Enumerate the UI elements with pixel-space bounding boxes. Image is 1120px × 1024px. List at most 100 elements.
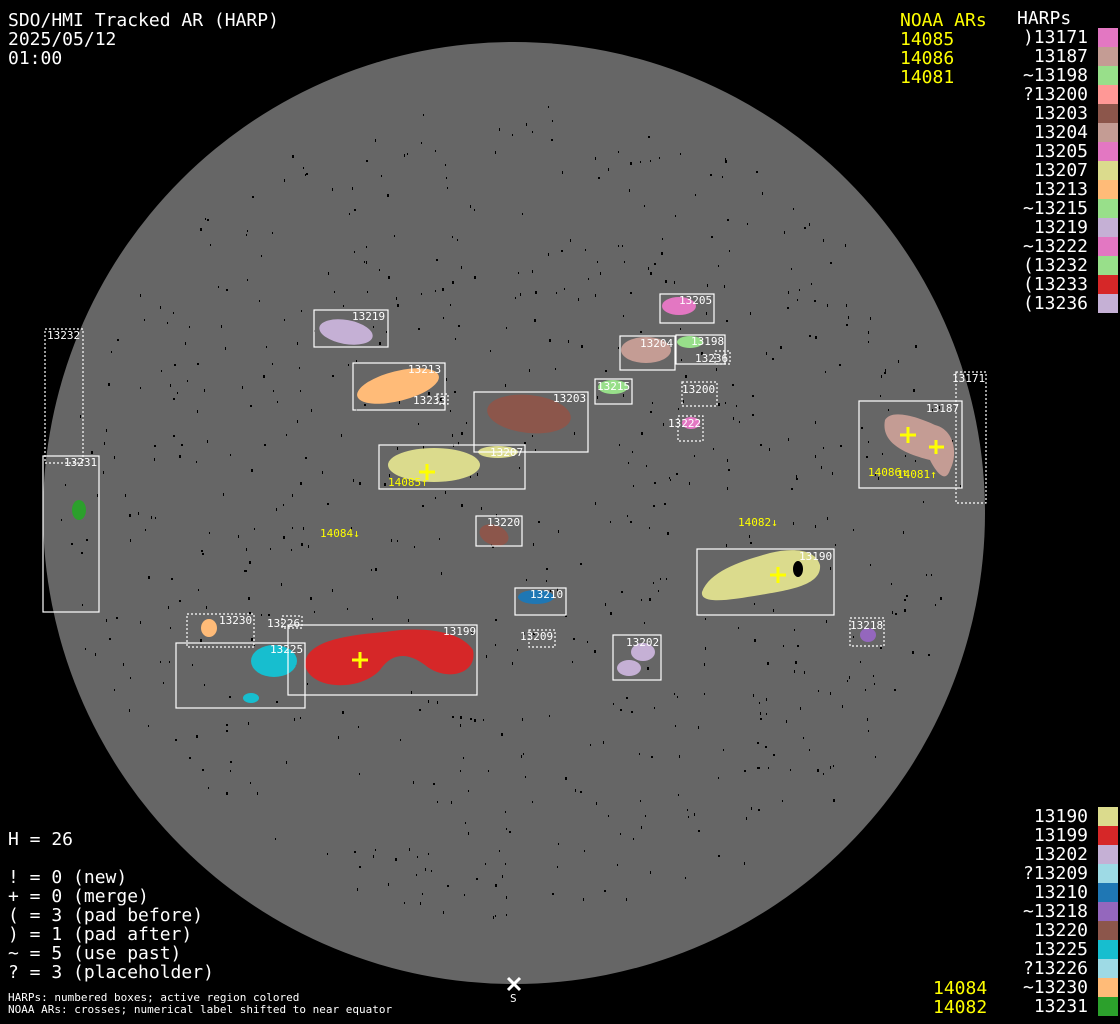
speck [766,713,767,715]
noaa-cross-14081[interactable] [929,440,944,454]
harp-label: 13199 [443,625,476,638]
speck [375,849,376,851]
harp-box-13198[interactable] [675,334,726,365]
region-13225-blob [251,645,297,677]
harp-box-13220[interactable] [475,515,523,547]
speck [594,650,596,653]
speck [853,529,854,531]
harp-box-13218[interactable] [849,617,885,647]
speck [533,633,535,635]
harp-box-13232[interactable] [44,328,84,464]
harp-box-13205[interactable] [659,293,715,324]
speck [570,239,571,242]
speck [630,162,632,165]
speck [874,683,875,685]
region-13215-blob [598,380,628,394]
speck [644,205,645,207]
speck [201,550,203,552]
noaa-cross-13199[interactable] [352,652,368,668]
speck [760,444,762,446]
harp-box-13203[interactable] [473,391,589,453]
speck [266,346,267,348]
speck [759,767,760,769]
harp-box-13222[interactable] [677,415,704,442]
speck [167,322,168,324]
speck [628,462,629,464]
speck [617,864,618,866]
harp-box-13187[interactable] [858,400,963,489]
speck [557,866,558,868]
speck [208,787,209,789]
harp-box-13215[interactable] [594,378,633,405]
noaa-cross-14086[interactable] [900,427,916,443]
speck [788,291,789,294]
harp-box-13219[interactable] [313,309,389,348]
speck [738,627,739,629]
harp-box-13231[interactable] [42,455,100,613]
speck [518,272,519,274]
speck [226,289,228,291]
harp-color-swatch [1098,883,1118,902]
harp-box-13225[interactable] [175,642,306,709]
speck [397,304,399,307]
speck [366,160,368,162]
speck [739,421,740,423]
noaa-header: NOAA ARs [900,10,987,31]
harp-label: 13219 [352,310,385,323]
harp-box-13207[interactable] [378,444,526,490]
speck [723,749,724,751]
speck [641,432,643,435]
speck [452,236,453,238]
speck [846,304,847,307]
sunspot [793,561,803,577]
harp-box-13236[interactable] [714,350,731,365]
speck [71,543,73,545]
speck [472,631,473,634]
speck [466,422,467,424]
speck [297,342,298,345]
speck [303,527,304,530]
speck [623,394,624,397]
speck [561,250,563,252]
speck [891,583,892,585]
harp-box-13200[interactable] [681,381,718,407]
speck [357,888,358,891]
speck [765,746,767,748]
speck [610,521,611,523]
speck [461,432,463,435]
speck [373,326,374,328]
harp-box-13210[interactable] [514,587,567,616]
harp-legend-label: ~13222 [1023,236,1088,257]
harp-box-13230[interactable] [186,613,255,648]
speck [160,306,161,309]
harp-box-13171[interactable] [955,371,987,504]
speck [242,386,243,389]
harp-box-13199[interactable] [287,624,478,696]
harp-box-13226[interactable] [281,615,303,629]
speck [202,769,204,771]
harp-box-13204[interactable] [619,335,676,371]
speck [669,477,670,479]
harp-box-13209[interactable] [528,629,556,648]
speck [465,822,466,824]
speck [868,441,869,443]
speck [633,485,634,487]
harp-box-13190[interactable] [696,548,835,616]
harp-box-13233[interactable] [436,393,449,405]
speck [185,342,186,345]
speck [367,291,368,293]
speck [913,389,915,392]
harp-box-13202[interactable] [612,634,662,681]
harp-label: 13190 [799,550,832,563]
speck [451,801,452,804]
harp-legend-label: 13203 [1034,103,1088,124]
speck [461,266,462,269]
harp-box-13213[interactable] [352,362,446,411]
speck [204,389,205,392]
noaa-cross-14082[interactable] [770,567,786,583]
speck [173,312,174,314]
harp-color-swatch [1098,66,1118,85]
speck [263,375,265,378]
speck [445,491,446,494]
noaa-cross-14085[interactable] [419,464,435,480]
